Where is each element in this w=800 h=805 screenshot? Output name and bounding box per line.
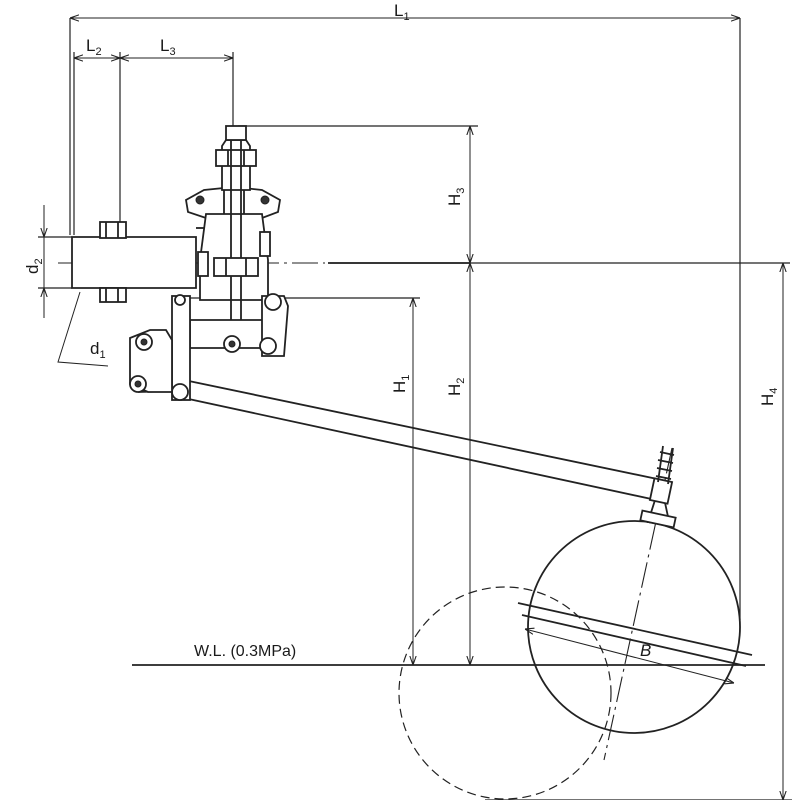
- dimension-label-H1: H1: [390, 375, 412, 393]
- dimension-label-d1: d1: [90, 339, 106, 361]
- float-arm: [137, 379, 663, 501]
- dimension-label-L3: L3: [160, 36, 176, 58]
- dimension-label-H2: H2: [445, 378, 467, 396]
- float-ball-open-position: [398, 586, 612, 800]
- float-ball-closed-position: [527, 520, 741, 734]
- valve-body: [129, 125, 289, 401]
- inlet-pipe: [71, 221, 207, 303]
- float-seam-band: [517, 602, 753, 667]
- dimension-label-d2: d2: [23, 258, 45, 274]
- dimension-label-H4: H4: [758, 388, 780, 406]
- dimension-lines: [44, 18, 783, 800]
- water-level-label: W.L. (0.3MPa): [194, 643, 296, 660]
- dimension-label-L1: L1: [394, 1, 410, 23]
- dimension-label-H3: H3: [445, 188, 467, 206]
- dimension-label-L2: L2: [86, 36, 102, 58]
- dimension-label-B: B: [640, 641, 651, 660]
- float-stem-fitting: [639, 445, 677, 529]
- extension-lines: [38, 18, 792, 801]
